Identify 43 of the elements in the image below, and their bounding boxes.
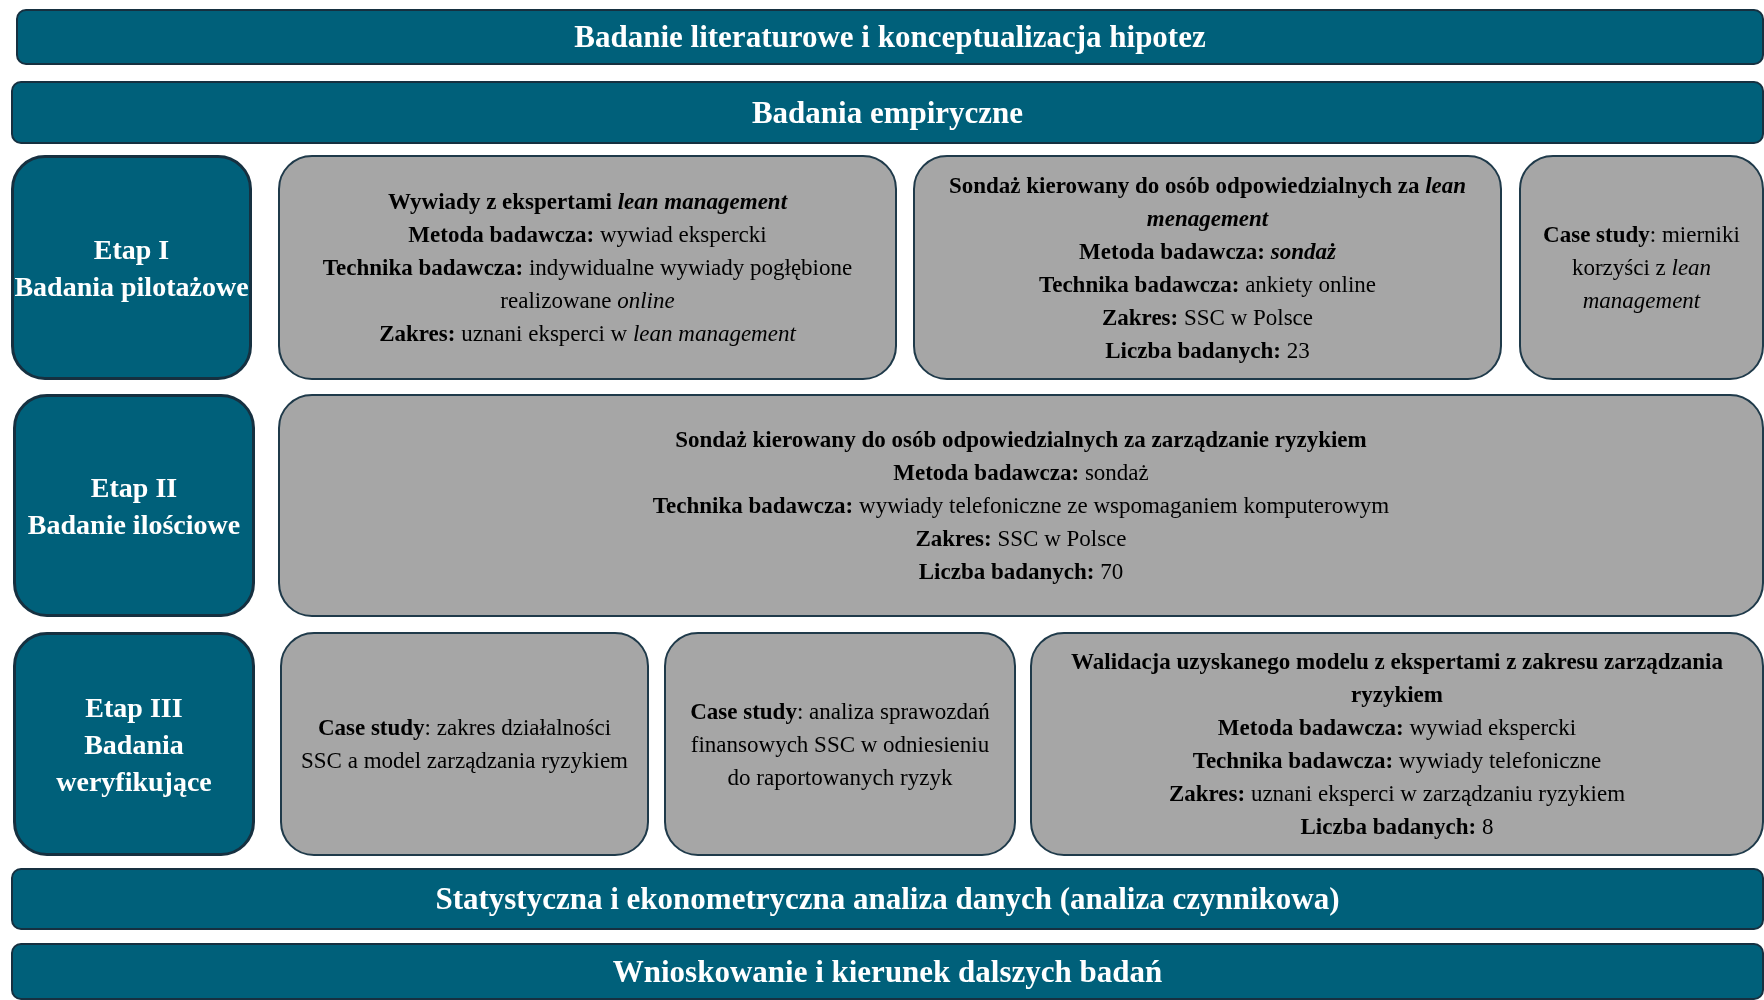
stage-banner <box>11 81 1764 144</box>
stage-banner <box>16 9 1764 65</box>
research-box <box>280 632 649 856</box>
box-text: Case study: analiza sprawozdań finansowych SSC w odniesieniu do raportowanych ryzyk <box>689 697 991 792</box>
research-box <box>1030 632 1764 856</box>
box-heading: Sondaż kierowany do osób odpowiedzialnych za zarządzanie ryzykiem <box>675 426 1367 454</box>
box-text: Liczba badanych: 70 <box>918 558 1124 586</box>
box-text: Metoda badawcza: sondaż <box>1079 237 1336 266</box>
research-box <box>664 632 1016 856</box>
box-text: Case study: mierniki korzyści z lean management <box>1542 221 1741 315</box>
box-text: Metoda badawcza: wywiad ekspercki <box>1217 714 1577 742</box>
stage-label-box <box>13 632 255 856</box>
box-text: Liczba badanych: 8 <box>1300 813 1494 841</box>
banner-text: Wnioskowanie i kierunek dalszych badań <box>612 953 1163 990</box>
banner-text: Etap I <box>93 232 170 267</box>
stage-banner <box>11 868 1764 930</box>
box-text: Zakres: SSC w Polsce <box>915 525 1127 553</box>
box-text: Metoda badawcza: wywiad ekspercki <box>408 221 767 249</box>
box-text: Case study: zakres działalności SSC a model zarządzania ryzykiem <box>300 714 629 775</box>
research-box <box>1519 155 1764 380</box>
banner-text: Statystyczna i ekonometryczna analiza danych (analiza czynnikowa) <box>435 881 1340 917</box>
stage-label-box <box>11 155 252 380</box>
box-text: Technika badawcza: wywiady telefoniczne ze wspomaganiem komputerowym <box>652 492 1390 520</box>
research-box <box>278 394 1764 617</box>
stage-banner <box>11 943 1764 1000</box>
banner-text: Etap II <box>90 470 178 505</box>
research-box <box>278 155 897 380</box>
box-text: Technika badawcza: ankiety online <box>1038 270 1377 299</box>
box-heading: Wywiady z ekspertami lean management <box>387 188 788 216</box>
banner-text: Etap III <box>85 690 183 725</box>
box-text: Liczba badanych: 23 <box>1105 336 1310 365</box>
banner-text: Badania empiryczne <box>751 94 1024 131</box>
stage-label-box <box>13 394 255 617</box>
box-text: Metoda badawcza: sondaż <box>893 459 1149 487</box>
box-text: Zakres: SSC w Polsce <box>1101 303 1314 332</box>
box-text: Zakres: uznani eksperci w zarządzaniu ryzykiem <box>1168 780 1626 808</box>
banner-text: Badanie ilościowe <box>27 507 241 542</box>
research-box <box>913 155 1502 380</box>
box-text: Zakres: uznani eksperci w lean management <box>379 320 796 348</box>
banner-text: Badanie literaturowe i konceptualizacja hipotez <box>574 19 1206 55</box>
box-text: Technika badawcza: wywiady telefoniczne <box>1192 747 1602 775</box>
banner-text: Badania pilotażowe <box>14 269 249 304</box>
banner-text: Badania weryfikujące <box>55 727 213 799</box>
